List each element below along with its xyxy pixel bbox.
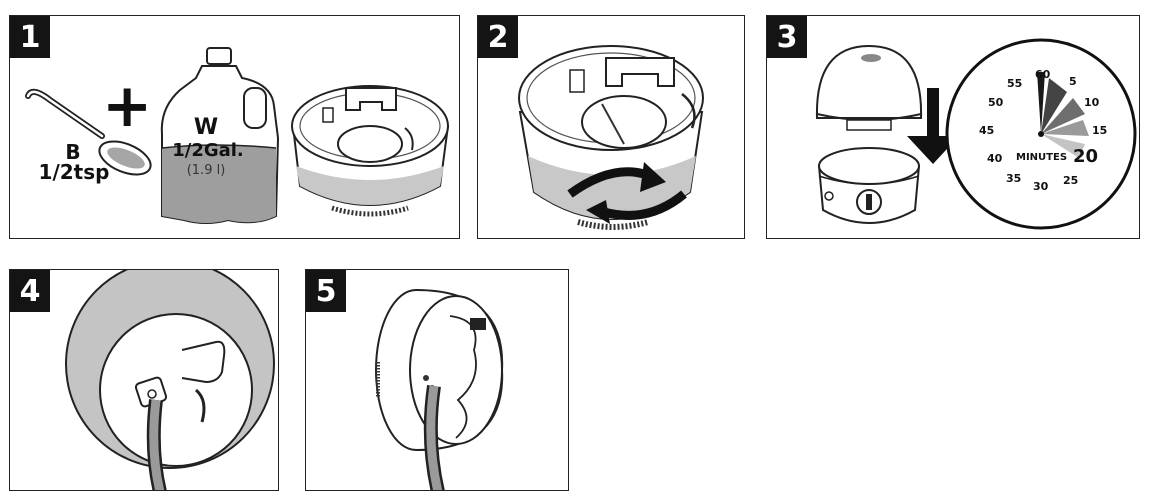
step-5-illustration (375, 289, 504, 490)
clock-mark-45: 45 (979, 124, 995, 137)
step-number-badge: 3 (767, 16, 807, 58)
clock-mark-55: 55 (1007, 77, 1023, 90)
clock-label: MINUTES (1016, 152, 1068, 163)
power-cord-icon (423, 384, 445, 490)
clock-mark-5: 5 (1069, 75, 1077, 88)
jug-letter: W (193, 115, 219, 140)
step-number-badge: 2 (478, 16, 518, 58)
clock-mark-35: 35 (1006, 172, 1022, 185)
step-1-panel: 1 + B 1/2tsp W (9, 15, 460, 239)
water-jug-icon (160, 47, 280, 224)
clock-mark-30: 30 (1033, 180, 1049, 193)
humidifier-dome-icon (815, 44, 923, 131)
clock-mark-15: 15 (1092, 124, 1108, 137)
step-2-illustration (518, 45, 704, 230)
jug-metric: (1.9 l) (186, 163, 226, 178)
clock-mark-60: 60 (1035, 68, 1051, 81)
step-5-panel: 5 (305, 269, 569, 491)
step-number-badge: 4 (10, 270, 50, 312)
spoon-letter: B (65, 140, 81, 164)
rotate-arrows-icon (567, 162, 687, 224)
humidifier-back-icon (65, 270, 275, 469)
power-cord-icon (146, 399, 167, 490)
clock-mark-25: 25 (1063, 174, 1079, 187)
step-number-badge: 1 (10, 16, 50, 58)
step-3-illustration (815, 38, 1137, 230)
clock-mark-20: 20 (1073, 146, 1099, 167)
timer-clock-icon (945, 38, 1137, 230)
humidifier-base-icon (817, 147, 921, 224)
step-number-badge: 5 (306, 270, 346, 312)
step-1-illustration (25, 47, 450, 224)
humidifier-side-icon (375, 289, 504, 451)
plus-sign: + (102, 71, 153, 141)
jug-amount: 1/2Gal. (172, 140, 244, 161)
clock-mark-10: 10 (1084, 96, 1100, 109)
clock-mark-40: 40 (987, 152, 1003, 165)
step-4-panel: 4 (9, 269, 279, 491)
humidifier-base-icon (518, 45, 704, 230)
humidifier-base-icon (291, 85, 450, 217)
spoon-amount: 1/2tsp (38, 160, 110, 184)
step-4-illustration (65, 270, 275, 490)
spoon-icon (25, 88, 152, 176)
clock-mark-50: 50 (988, 96, 1004, 109)
step-2-panel: 2 (477, 15, 745, 239)
step-3-panel: 3 60 5 10 15 (766, 15, 1140, 239)
